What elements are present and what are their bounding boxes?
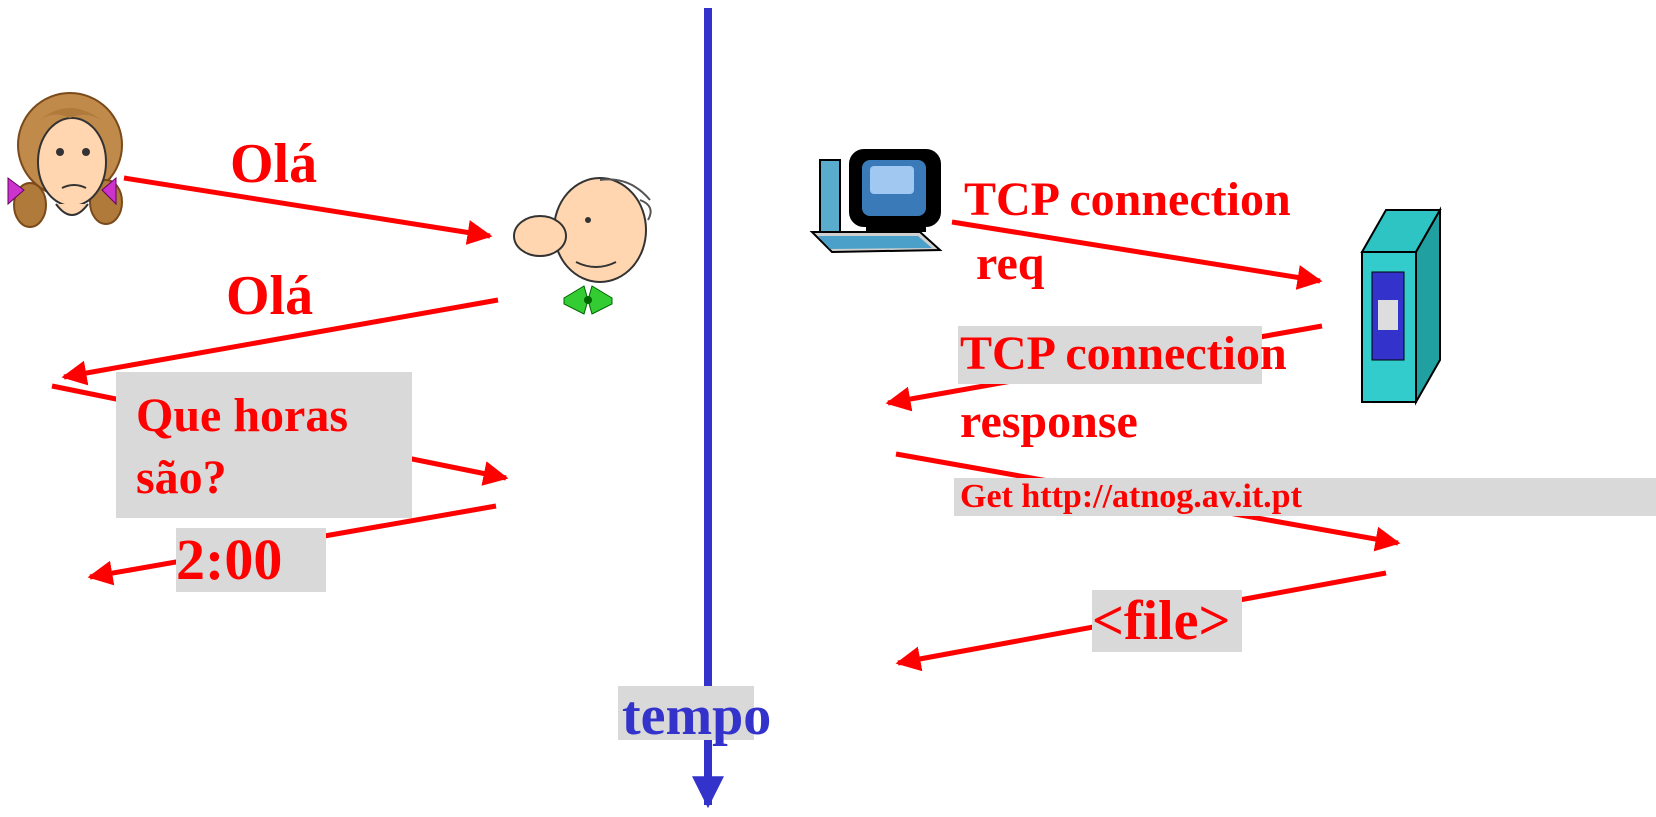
question-label-line2: são? [136,451,227,504]
tcp-resp-label-line1: TCP connection [960,327,1287,380]
tcp-resp-label-line2: response [960,395,1138,448]
tcp-req-label-line1: TCP connection [964,173,1291,226]
timeline-label: tempo [622,685,772,747]
hello-label-2: Olá [226,265,314,327]
man-avatar-icon [513,177,652,315]
tcp-req-label-line2: req [976,237,1045,290]
file-response-label: <file> [1092,590,1242,652]
computer-icon [809,149,943,254]
arrow-hello-to-woman [61,297,499,386]
hello-label-1: Olá [230,133,318,195]
server-icon [1360,206,1442,406]
tcp-resp-label-bg [958,326,1262,384]
arrow-tcp-req [951,219,1323,290]
timeline-label-bg [618,686,754,740]
arrow-hello-to-man [123,175,493,245]
woman-avatar-icon [7,92,123,228]
answer-label: 2:00 [176,528,326,592]
question-label: Que horas são? [116,372,412,518]
question-label-line1: Que horas [136,389,349,442]
get-request-label: Get http://atnog.av.it.pt [954,478,1656,516]
